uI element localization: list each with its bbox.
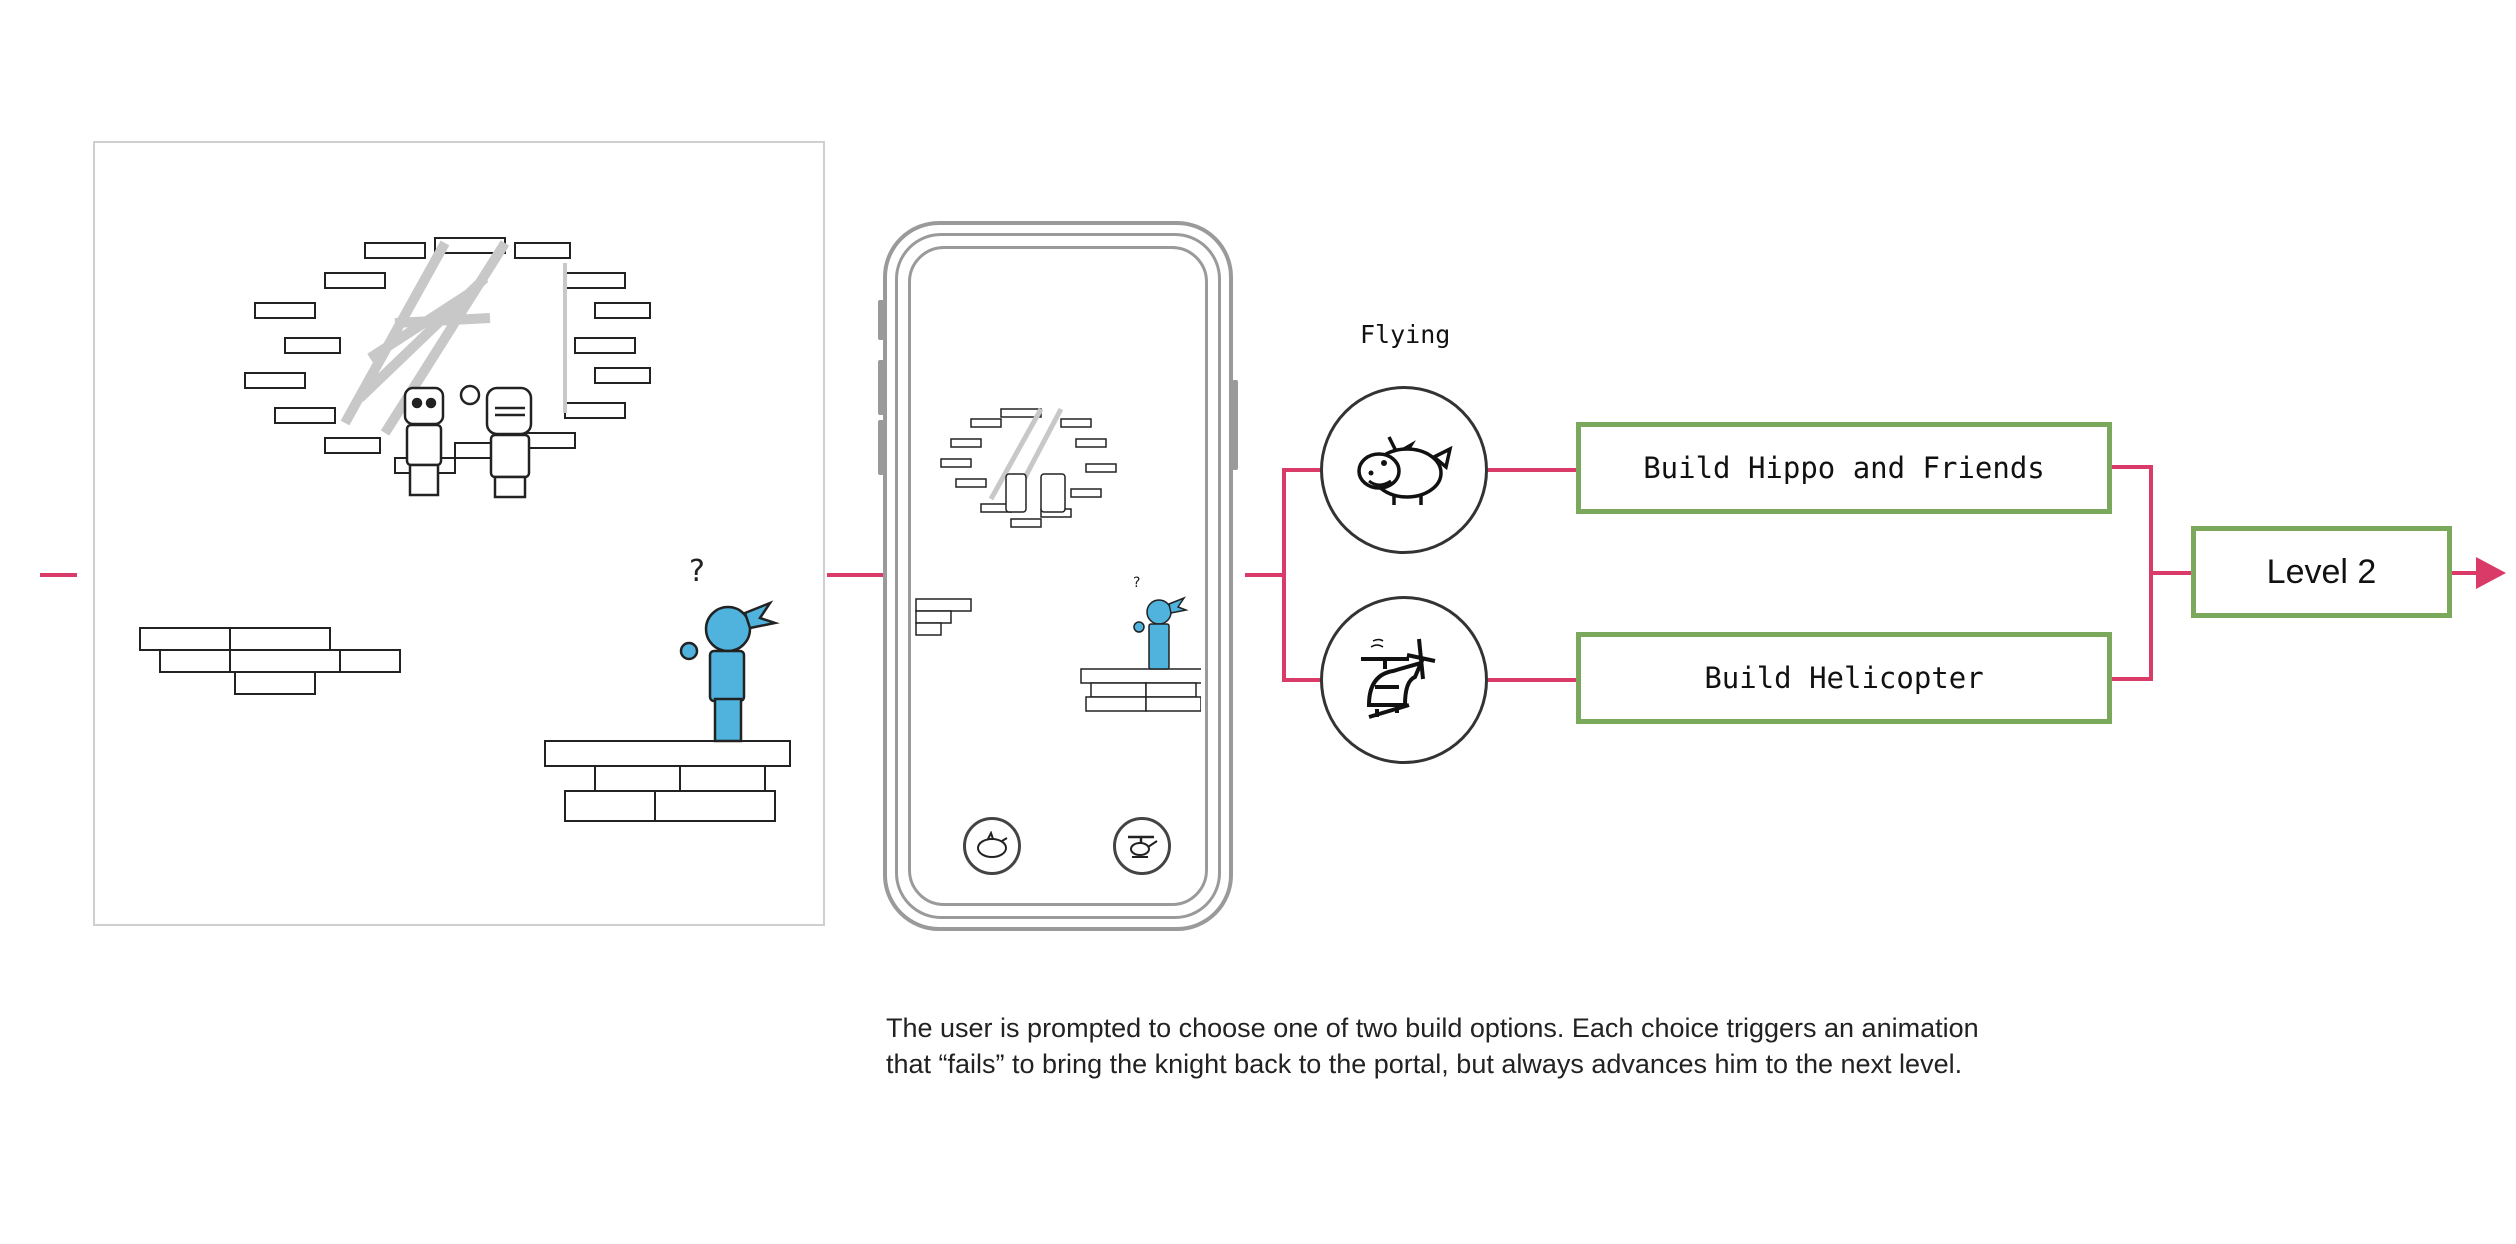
build-helicopter-option-box[interactable]: Build Helicopter (1576, 632, 2112, 724)
phone-side-button (878, 300, 884, 340)
scene-illustration-panel: ? (93, 141, 825, 926)
branch-top-connector (1282, 468, 1322, 472)
phone-side-button (878, 420, 884, 475)
branch-vertical-connector (1282, 468, 1286, 682)
phone-helicopter-button[interactable] (1113, 817, 1171, 875)
flying-label: Flying (1360, 320, 1451, 349)
build-hippo-option-box[interactable]: Build Hippo and Friends (1576, 422, 2112, 514)
helicopter-to-box-connector (1488, 678, 1578, 682)
helicopter-icon (1128, 835, 1158, 858)
incoming-connector (40, 573, 77, 577)
phone-side-button (878, 360, 884, 415)
caption-line-2: that “fails” to bring the knight back to… (886, 1049, 1963, 1079)
branch-bottom-connector (1282, 678, 1322, 682)
outgoing-connector (2452, 571, 2482, 575)
castle-scene-sketch: ? (139, 237, 791, 822)
question-mark: ? (689, 554, 705, 589)
hippo-to-box-connector (1488, 468, 1578, 472)
panel-to-phone-connector (827, 573, 883, 577)
phone-scene-sketch: ? (915, 407, 1201, 712)
arrow-head-icon (2476, 557, 2506, 589)
flying-hippo-icon (1357, 436, 1453, 505)
phone-screen: ? (908, 246, 1208, 906)
hippo-option-circle[interactable] (1320, 386, 1488, 554)
hippo-icon (977, 831, 1008, 858)
phone-question-mark: ? (1133, 575, 1140, 591)
phone-hippo-button[interactable] (963, 817, 1021, 875)
level-2-box[interactable]: Level 2 (2191, 526, 2452, 618)
merge-bottom-connector (2112, 677, 2153, 681)
merge-to-level-connector (2149, 571, 2193, 575)
description-caption: The user is prompted to choose one of tw… (886, 1010, 1979, 1082)
phone-mockup: ? (883, 221, 1233, 931)
caption-line-1: The user is prompted to choose one of tw… (886, 1013, 1979, 1043)
phone-to-branch-connector (1245, 573, 1286, 577)
helicopter-option-circle[interactable] (1320, 596, 1488, 764)
merge-top-connector (2112, 465, 2153, 469)
phone-power-button (1232, 380, 1238, 470)
helicopter-icon (1361, 638, 1436, 719)
